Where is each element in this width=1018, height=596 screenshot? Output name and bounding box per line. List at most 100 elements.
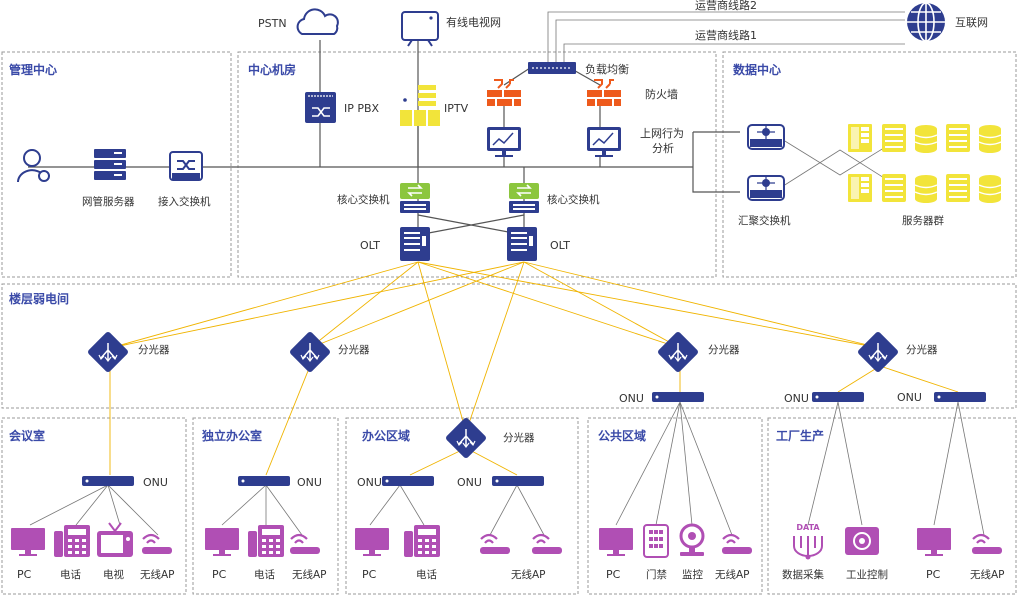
splitter-label: 分光器 [503, 431, 535, 444]
ap-label: 无线AP [140, 568, 175, 581]
onu-icon [652, 392, 704, 402]
onu-icon [934, 392, 986, 402]
wireless-ap-icon [530, 533, 564, 556]
splitter-label: 分光器 [138, 343, 170, 356]
pstn-label: PSTN [258, 17, 287, 30]
zone-meeting [1, 417, 187, 595]
pstn-cloud-icon [296, 8, 339, 35]
wireless-ap-icon [720, 533, 754, 556]
phone-label: 电话 [60, 568, 81, 581]
wireless-ap-icon [288, 533, 322, 556]
behavior-label-1: 上网行为 [640, 127, 684, 140]
onu-label: ONU [619, 392, 644, 405]
tv-icon [96, 522, 134, 558]
zone-floor [1, 283, 1017, 409]
olt-label-1: OLT [360, 239, 380, 252]
zone-title-workarea: 办公区域 [362, 428, 410, 443]
splitter-icon [856, 330, 900, 374]
pc-icon [205, 528, 239, 556]
onu-label: ONU [457, 476, 482, 489]
phone-icon [404, 525, 440, 557]
pc-icon [11, 528, 45, 556]
camera-label: 监控 [682, 568, 703, 581]
data-collect-label: 数据采集 [782, 568, 824, 581]
behavior-label-2: 分析 [652, 141, 674, 155]
agg-switch-icon [747, 175, 785, 201]
onu-icon [238, 476, 290, 486]
pc-label: PC [926, 568, 941, 581]
server-group-icon [848, 124, 1002, 204]
zone-center [237, 51, 717, 278]
cable-tv-label: 有线电视网 [446, 15, 501, 29]
pc-icon [599, 528, 633, 556]
zone-mgmt [1, 51, 232, 278]
nms-server-label: 网管服务器 [82, 195, 135, 208]
splitter-label: 分光器 [708, 343, 740, 356]
ip-pbx-label: IP PBX [344, 102, 380, 115]
ap-label: 无线AP [511, 568, 546, 581]
zone-title-office: 独立办公室 [201, 428, 262, 443]
zone-title-mgmt: 管理中心 [9, 62, 57, 77]
zone-public [587, 417, 763, 595]
ip-pbx-icon [305, 92, 336, 123]
phone-icon [54, 525, 90, 557]
industrial-label: 工业控制 [846, 568, 888, 581]
wireless-ap-icon [970, 533, 1004, 556]
pc-label: PC [362, 568, 377, 581]
tv-label: 电视 [103, 568, 124, 581]
fiber-wires [109, 261, 959, 476]
iptv-server-icon [400, 85, 440, 126]
firewall-label: 防火墙 [645, 87, 678, 101]
door-label: 门禁 [646, 568, 667, 581]
splitter-icon [288, 330, 332, 374]
splitter-icon [86, 330, 130, 374]
olt-icon [400, 227, 430, 261]
phone-icon [248, 525, 284, 557]
zone-title-meeting: 会议室 [9, 428, 45, 443]
pc-icon [355, 528, 389, 556]
onu-label: ONU [143, 476, 168, 489]
zone-title-datacenter: 数据中心 [733, 62, 781, 77]
load-balancer-icon [528, 62, 576, 74]
onu-label: ONU [357, 476, 382, 489]
iptv-label: IPTV [444, 102, 469, 115]
zone-office [192, 417, 339, 595]
drop-wires [29, 401, 985, 536]
pc-label: PC [606, 568, 621, 581]
ap-label: 无线AP [970, 568, 1005, 581]
nms-server-icon [94, 149, 126, 180]
onu-label: ONU [784, 392, 809, 405]
firewall-icon [586, 79, 622, 107]
behavior-analyzer-icon [486, 126, 522, 158]
olt-icon [507, 227, 537, 261]
internet-globe-icon [907, 2, 945, 42]
splitter-icon [444, 416, 488, 460]
carrier2-label: 运营商线路2 [695, 0, 757, 12]
cable-tv-icon [401, 11, 439, 47]
wireless-ap-icon [140, 533, 174, 556]
onu-icon [82, 476, 134, 486]
ap-label: 无线AP [715, 568, 750, 581]
door-access-icon [643, 524, 669, 558]
onu-label: ONU [897, 391, 922, 404]
access-switch-label: 接入交换机 [158, 195, 211, 208]
agg-switch-label: 汇聚交换机 [738, 214, 791, 227]
onu-icon [812, 392, 864, 402]
camera-icon [678, 523, 706, 558]
core-switch-icon [508, 182, 540, 214]
zone-datacenter [722, 51, 1017, 278]
onu-icon [492, 476, 544, 486]
data-collect-icon: DATA [793, 523, 823, 560]
core-switch-icon [399, 182, 431, 214]
phone-label: 电话 [254, 568, 275, 581]
wireless-ap-icon [478, 533, 512, 556]
phone-label: 电话 [416, 568, 437, 581]
splitter-icon [656, 330, 700, 374]
server-group-label: 服务器群 [902, 214, 944, 227]
zone-title-public: 公共区域 [598, 428, 646, 443]
pc-label: PC [17, 568, 32, 581]
core-switch-label-2: 核心交换机 [547, 193, 600, 206]
olt-label-2: OLT [550, 239, 570, 252]
onu-label: ONU [297, 476, 322, 489]
admin-user-icon [17, 149, 50, 183]
